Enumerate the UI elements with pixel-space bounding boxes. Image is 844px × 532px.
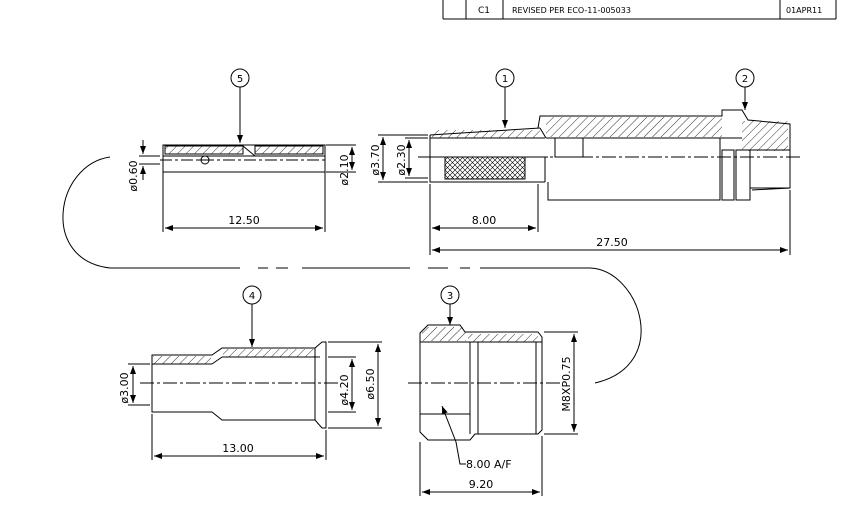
svg-text:12.50: 12.50 [228,214,260,227]
dim-part1-outer-dia: ø3.70 [369,134,428,183]
svg-text:ø2.30: ø2.30 [395,144,408,175]
part-5 [160,144,328,173]
balloon-1: 1 [495,68,515,128]
dim-part5-outer-dia: ø2.10 [326,144,356,186]
svg-text:3: 3 [447,291,453,302]
svg-text:M8XP0.75: M8XP0.75 [560,356,573,411]
dim-part5-length: 12.50 [162,172,326,232]
dim-part4-flange-dia: ø6.50 [328,341,382,429]
dim-part1-insert-length: 8.00 [429,184,539,255]
balloon-2: 2 [735,68,755,110]
dim-assembly-length: 27.50 [432,190,791,255]
dim-part3-thread: M8XP0.75 [544,331,578,435]
svg-text:ø4.20: ø4.20 [338,374,351,405]
svg-text:9.20: 9.20 [469,478,494,491]
dim-part3-length: 9.20 [419,436,543,496]
svg-text:ø2.10: ø2.10 [338,154,351,185]
svg-text:4: 4 [249,291,255,302]
dim-part4-length: 13.00 [151,414,327,460]
balloon-3: 3 [440,285,460,325]
svg-text:2: 2 [742,74,748,85]
dim-part5-inner-dia: ø0.60 [127,140,160,192]
dim-part4-mid-dia: ø4.20 [328,356,356,413]
svg-text:13.00: 13.00 [222,442,254,455]
svg-text:27.50: 27.50 [596,236,628,249]
balloon-5: 5 [230,68,250,143]
svg-text:ø6.50: ø6.50 [364,368,377,399]
revision-date: 01APR11 [786,6,822,15]
revision-code: C1 [478,6,490,16]
svg-text:1: 1 [502,74,508,85]
svg-text:ø3.00: ø3.00 [118,372,131,403]
balloon-4: 4 [242,285,262,347]
part-3 [408,324,560,441]
svg-text:5: 5 [237,74,243,85]
revision-block: C1 REVISED PER ECO-11-005033 01APR11 [442,0,837,20]
dim-part1-inner-dia: ø2.30 [395,137,428,179]
revision-description: REVISED PER ECO-11-005033 [512,6,631,15]
svg-text:8.00 A/F: 8.00 A/F [466,458,512,471]
dim-part4-inner-dia: ø3.00 [118,363,150,406]
dim-part3-hex: 8.00 A/F [441,405,512,471]
part-4 [140,341,340,429]
svg-text:8.00: 8.00 [472,214,497,227]
svg-text:ø3.70: ø3.70 [369,144,382,175]
part-1-assembly [418,109,800,201]
view-boundary [62,156,642,384]
svg-text:ø0.60: ø0.60 [127,160,140,191]
